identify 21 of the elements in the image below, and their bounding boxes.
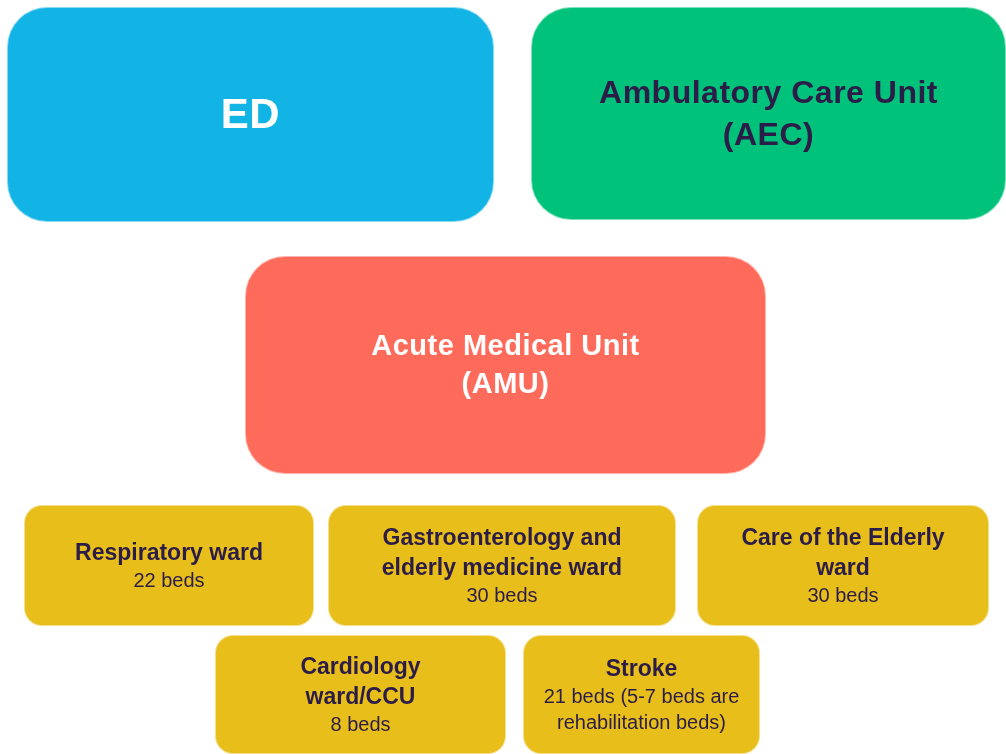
unit-box — [245, 256, 766, 474]
ward-name: Stroke — [605, 653, 678, 683]
bed-count: 22 beds — [133, 568, 205, 594]
ward-box — [24, 505, 314, 626]
ward-name: Cardiology ward/CCU — [299, 651, 422, 711]
ward-box — [215, 635, 506, 754]
ward-name: Care of the Elderly ward — [740, 522, 946, 582]
unit-box — [7, 7, 494, 222]
ward-name: Respiratory ward — [75, 537, 263, 567]
bed-count: 30 beds — [466, 583, 538, 609]
ward-box — [697, 505, 989, 626]
unit-name: ED — [220, 89, 281, 140]
ward-box — [328, 505, 676, 626]
bed-count: 21 beds (5-7 beds are rehabilitation beds) — [542, 684, 741, 736]
unit-box — [531, 7, 1006, 220]
bed-count: 8 beds — [330, 712, 391, 738]
unit-name: Acute Medical Unit (AMU) — [370, 328, 641, 401]
ward-box — [523, 635, 760, 754]
ward-name: Gastroenterology and elderly medicine ward — [380, 522, 624, 582]
unit-name: Ambulatory Care Unit (AEC) — [598, 72, 939, 154]
bed-count: 30 beds — [807, 583, 879, 609]
